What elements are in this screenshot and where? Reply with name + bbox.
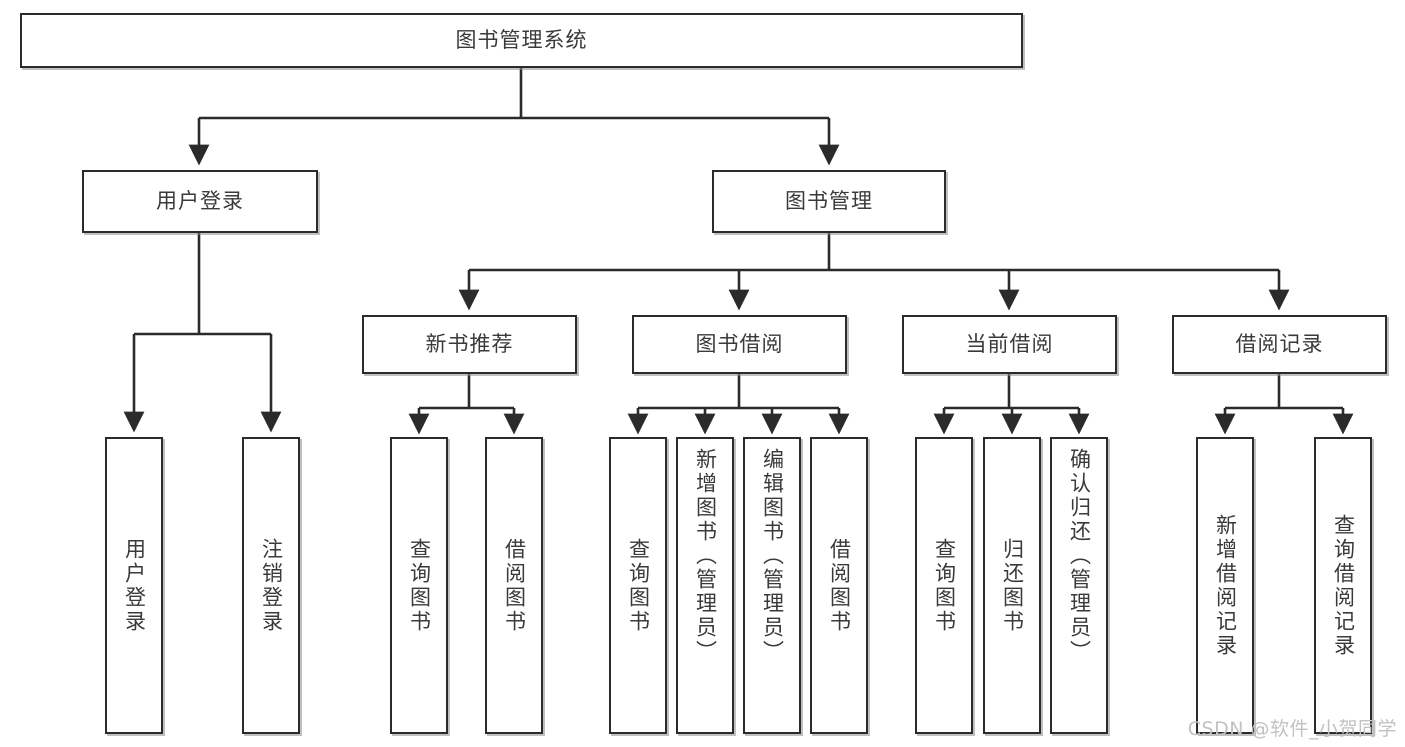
node-user-login-label: 用户登录 — [156, 188, 244, 213]
leaf-query-record-label: 查询借阅记录 — [1331, 513, 1356, 658]
node-borrow-records[interactable]: 借阅记录 — [1172, 315, 1387, 374]
node-book-management[interactable]: 图书管理 — [712, 170, 946, 233]
leaf-return-book-label: 归还图书 — [1000, 537, 1025, 634]
leaf-confirm-return[interactable]: 确认归还（管理员） — [1050, 437, 1108, 734]
leaf-query-record[interactable]: 查询借阅记录 — [1314, 437, 1372, 734]
node-book-borrow[interactable]: 图书借阅 — [632, 315, 847, 374]
leaf-borrow-book-2[interactable]: 借阅图书 — [810, 437, 868, 734]
node-new-book-recommend-label: 新书推荐 — [425, 331, 514, 356]
node-book-management-label: 图书管理 — [785, 188, 873, 213]
leaf-edit-book-label: 编辑图书（管理员） — [760, 448, 785, 664]
node-current-borrow-label: 当前借阅 — [965, 331, 1054, 356]
leaf-user-login[interactable]: 用户登录 — [105, 437, 163, 734]
leaf-user-login-label: 用户登录 — [122, 537, 147, 634]
leaf-logout[interactable]: 注销登录 — [242, 437, 300, 734]
leaf-add-book-label: 新增图书（管理员） — [693, 448, 718, 664]
leaf-borrow-book-2-label: 借阅图书 — [827, 537, 852, 634]
leaf-logout-label: 注销登录 — [259, 537, 284, 634]
leaf-borrow-book-1[interactable]: 借阅图书 — [485, 437, 543, 734]
node-current-borrow[interactable]: 当前借阅 — [902, 315, 1117, 374]
node-borrow-records-label: 借阅记录 — [1235, 331, 1324, 356]
node-user-login[interactable]: 用户登录 — [82, 170, 318, 233]
leaf-query-book-1[interactable]: 查询图书 — [390, 437, 448, 734]
leaf-borrow-book-1-label: 借阅图书 — [502, 537, 527, 634]
leaf-add-record[interactable]: 新增借阅记录 — [1196, 437, 1254, 734]
node-book-borrow-label: 图书借阅 — [695, 331, 784, 356]
leaf-return-book[interactable]: 归还图书 — [983, 437, 1041, 734]
leaf-confirm-return-label: 确认归还（管理员） — [1067, 448, 1092, 664]
leaf-query-book-3[interactable]: 查询图书 — [915, 437, 973, 734]
leaf-add-book[interactable]: 新增图书（管理员） — [676, 437, 734, 734]
leaf-edit-book[interactable]: 编辑图书（管理员） — [743, 437, 801, 734]
node-root-label: 图书管理系统 — [455, 27, 588, 52]
node-new-book-recommend[interactable]: 新书推荐 — [362, 315, 577, 374]
leaf-add-record-label: 新增借阅记录 — [1213, 513, 1238, 658]
csdn-watermark: CSDN @软件_小贺同学 — [1187, 718, 1397, 740]
leaf-query-book-2[interactable]: 查询图书 — [609, 437, 667, 734]
leaf-query-book-3-label: 查询图书 — [932, 537, 957, 634]
leaf-query-book-1-label: 查询图书 — [407, 537, 432, 634]
leaf-query-book-2-label: 查询图书 — [626, 537, 651, 634]
node-root[interactable]: 图书管理系统 — [20, 13, 1023, 68]
